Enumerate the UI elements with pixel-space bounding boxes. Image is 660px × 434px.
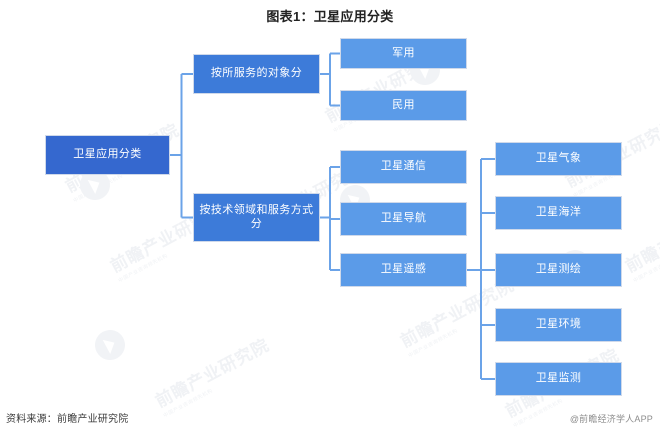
tree-node-n4: 民用 [340,90,467,121]
tree-node-n5: 卫星通信 [340,150,467,184]
tree-node-n7: 卫星遥感 [340,253,467,287]
tree-node-n8: 卫星气象 [495,142,622,176]
tree-node-label: 卫星导航 [380,212,427,225]
page-title: 图表1：卫星应用分类 [266,9,394,24]
tree-node-n6: 卫星导航 [340,202,467,236]
tree-node-n9: 卫星海洋 [495,196,622,230]
tree-node-label: 卫星应用分类 [73,148,142,161]
tree-node-n10: 卫星测绘 [495,253,622,287]
tree-node-label: 卫星遥感 [380,263,427,276]
source-note: 资料来源：前瞻产业研究院 [6,414,129,425]
tree-node-n1: 按所服务的对象分 [193,54,320,94]
tree-node-label: 按技术领域和服务方式分 [199,203,314,230]
tree-node-label: 卫星测绘 [535,263,582,276]
tree-node-n2: 按技术领域和服务方式分 [193,193,320,242]
tree-node-label: 卫星通信 [380,160,427,173]
tree-node-n12: 卫星监测 [495,362,622,396]
tree-node-label: 民用 [392,98,415,111]
tree-node-label: 卫星海洋 [535,206,582,219]
tree-node-label: 按所服务的对象分 [210,67,303,80]
tree-node-n0: 卫星应用分类 [45,135,170,175]
tree-node-n11: 卫星环境 [495,308,622,342]
tree-node-label: 卫星环境 [535,318,582,331]
tree-node-label: 卫星监测 [535,372,582,385]
tree-node-n3: 军用 [340,38,467,69]
tree-node-label: 军用 [392,46,415,59]
tree-node-label: 卫星气象 [535,152,582,165]
credit-note: @前瞻经济学人APP [569,414,653,424]
